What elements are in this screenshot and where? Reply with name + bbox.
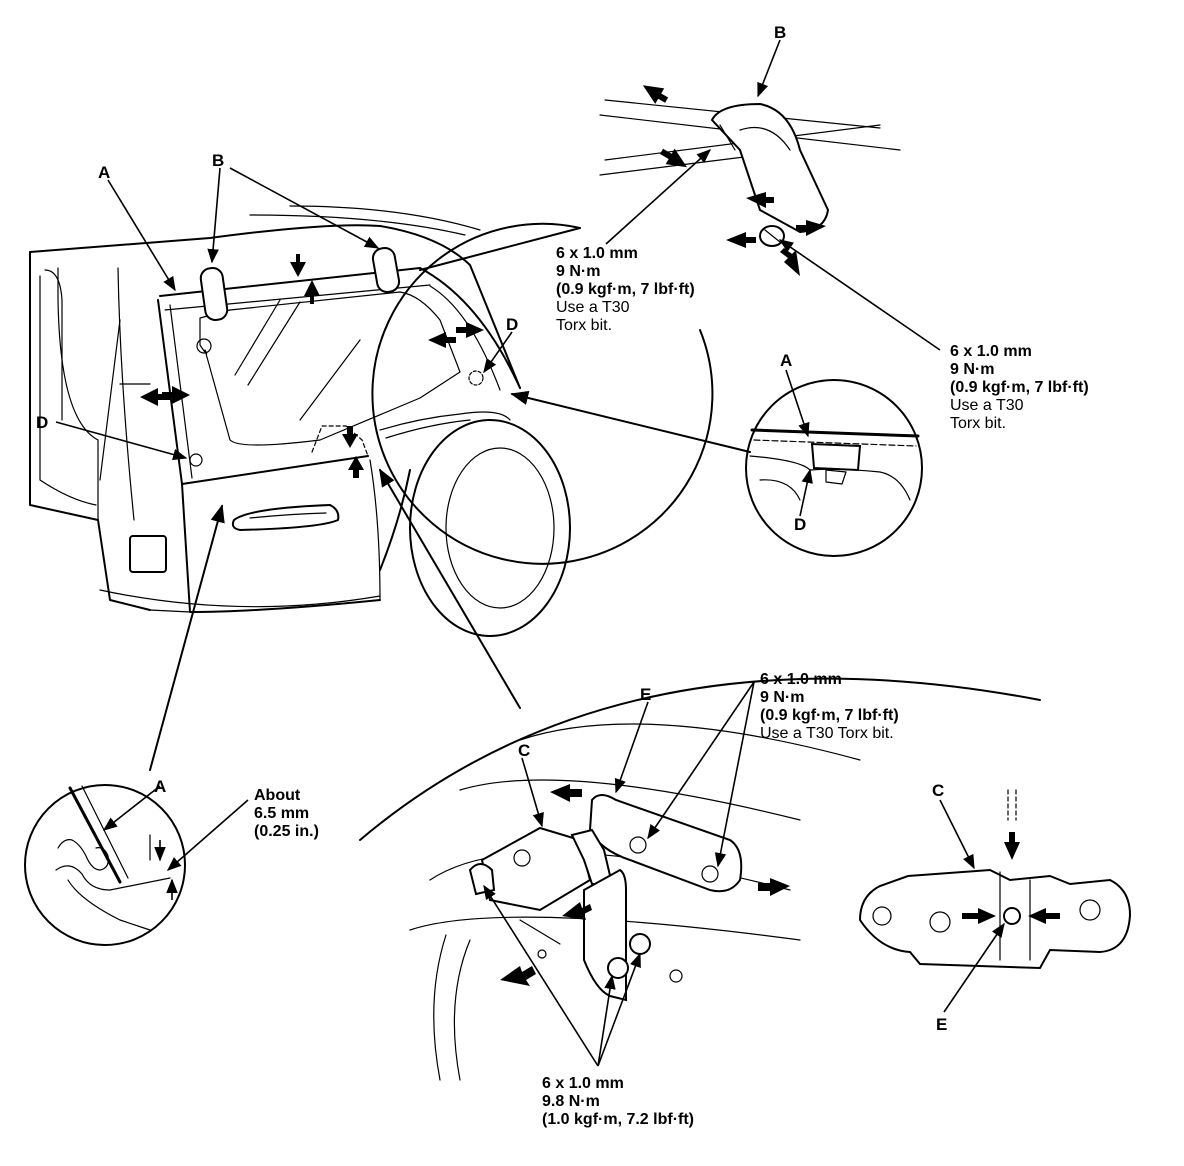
- spec-upper-size: 6 x 1.0 mm: [556, 245, 638, 262]
- spec-right-tool1: Use a T30: [950, 397, 1024, 414]
- spec-hinge-bolt: 6 x 1.0 mm 9 N·m (0.9 kgf·m, 7 lbf·ft) U…: [760, 671, 899, 742]
- spec-right-size: 6 x 1.0 mm: [950, 343, 1032, 360]
- label-d-right: D: [506, 315, 518, 334]
- spec-upper-tool1: Use a T30: [556, 299, 630, 316]
- gap-detail-circle: [24, 784, 186, 946]
- part-labels: A B B D D A D A C E C E: [36, 23, 947, 1034]
- vehicle-rear-view: [29, 205, 571, 637]
- label-a-main: A: [98, 163, 110, 182]
- spec-hinge-tool: Use a T30 Torx bit.: [760, 725, 894, 742]
- spec-glass-bolt-upper: 6 x 1.0 mm 9 N·m (0.9 kgf·m, 7 lbf·ft) U…: [556, 245, 695, 334]
- striker-alignment-detail: [858, 789, 1132, 970]
- latch-detail-arc: [359, 677, 1041, 1081]
- clip-detail-circle: [745, 379, 923, 557]
- label-e-latch: E: [640, 685, 651, 704]
- gap-mm: 6.5 mm: [254, 805, 309, 822]
- spec-upper-tool2: Torx bit.: [556, 317, 612, 334]
- spec-upper-torque: 9 N·m: [556, 263, 600, 280]
- spec-hinge-torque: 9 N·m: [760, 689, 804, 706]
- spec-right-alt: (0.9 kgf·m, 7 lbf·ft): [950, 379, 1089, 396]
- spec-striker-bolt: 6 x 1.0 mm 9.8 N·m (1.0 kgf·m, 7.2 lbf·f…: [542, 1075, 694, 1128]
- spec-striker-alt: (1.0 kgf·m, 7.2 lbf·ft): [542, 1111, 694, 1128]
- label-b-detail: B: [774, 23, 786, 42]
- hinge-detail-circle: [371, 85, 901, 565]
- label-b-main: B: [212, 151, 224, 170]
- spec-hinge-alt: (0.9 kgf·m, 7 lbf·ft): [760, 707, 899, 724]
- spec-gap: About 6.5 mm (0.25 in.): [254, 787, 319, 840]
- label-c-striker: C: [932, 781, 944, 800]
- spec-striker-torque: 9.8 N·m: [542, 1093, 600, 1110]
- label-d-clip: D: [794, 515, 806, 534]
- spec-right-tool2: Torx bit.: [950, 415, 1006, 432]
- label-e-striker: E: [936, 1015, 947, 1034]
- spec-right-torque: 9 N·m: [950, 361, 994, 378]
- label-a-gap: A: [154, 777, 166, 796]
- label-d-left: D: [36, 413, 48, 432]
- leader-lines: [55, 39, 1005, 1067]
- adjust-arrows-main: [140, 254, 484, 478]
- label-c-latch: C: [518, 741, 530, 760]
- gap-about: About: [254, 787, 301, 804]
- spec-glass-bolt-right: 6 x 1.0 mm 9 N·m (0.9 kgf·m, 7 lbf·ft) U…: [950, 343, 1089, 432]
- gap-in: (0.25 in.): [254, 823, 319, 840]
- spec-hinge-size: 6 x 1.0 mm: [760, 671, 842, 688]
- spec-striker-size: 6 x 1.0 mm: [542, 1075, 624, 1092]
- spec-upper-alt: (0.9 kgf·m, 7 lbf·ft): [556, 281, 695, 298]
- label-a-clip: A: [780, 351, 792, 370]
